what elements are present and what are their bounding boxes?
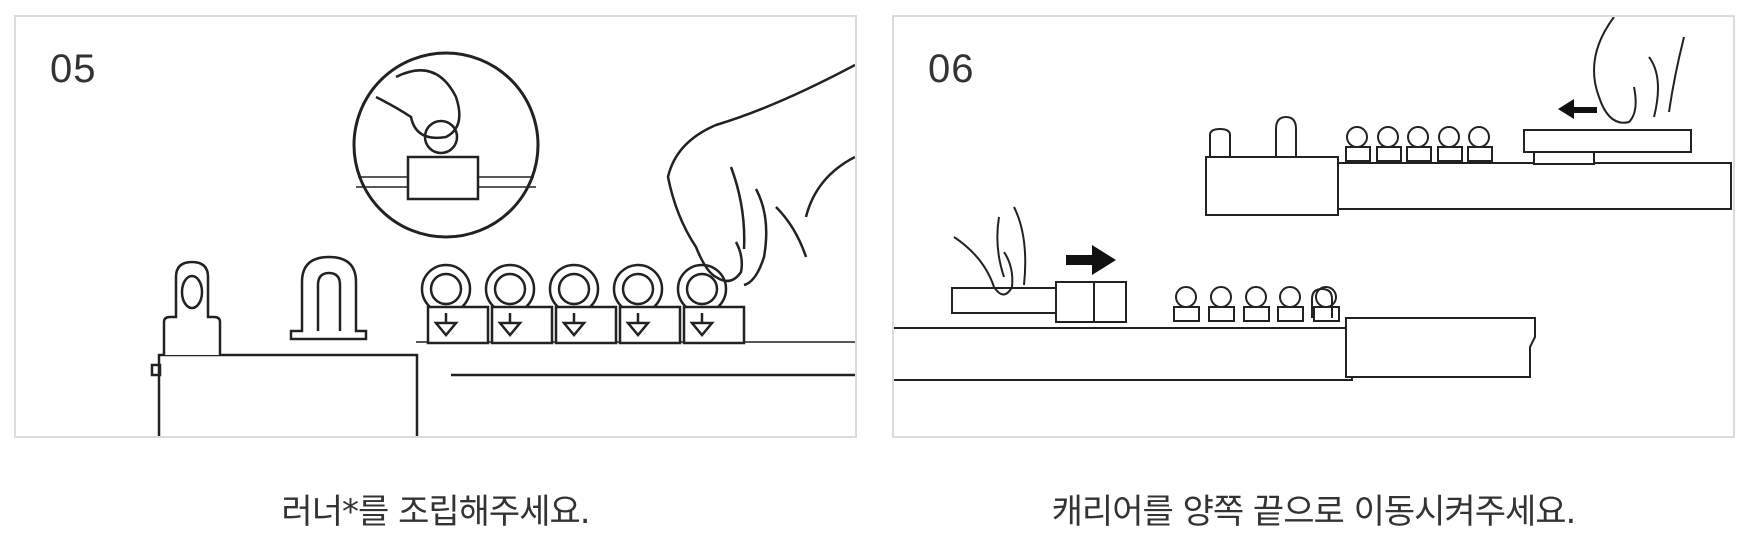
runners <box>1173 286 1340 322</box>
step-06-caption: 캐리어를 양쪽 끝으로 이동시켜주세요. <box>1051 492 1577 532</box>
carrier-plate <box>951 287 1057 314</box>
runners <box>1345 126 1493 162</box>
hand-illustration <box>666 63 855 287</box>
upper-rail <box>1205 115 1732 216</box>
runner-assembly-illustration <box>150 51 855 436</box>
arrow-right-icon <box>1066 245 1116 275</box>
step-06-panel: 06 <box>892 15 1735 438</box>
runner <box>484 263 554 345</box>
step-number: 05 <box>50 47 97 91</box>
runner <box>548 263 618 345</box>
hand-illustration <box>953 206 1027 296</box>
runner <box>676 263 746 345</box>
end-cap-block <box>157 353 419 436</box>
lower-rail <box>894 281 1536 381</box>
carrier-move-illustration <box>894 17 1732 381</box>
runner <box>420 263 490 345</box>
arrow-left-icon <box>1558 99 1597 119</box>
step-number: 06 <box>928 47 975 91</box>
runner <box>612 263 682 345</box>
hook-bracket <box>289 255 368 341</box>
detail-inset <box>352 51 540 239</box>
step-05-panel: 05 <box>14 15 857 438</box>
end-bracket <box>150 260 222 377</box>
hand-illustration <box>1593 17 1685 124</box>
carrier-plate <box>1523 129 1692 153</box>
step-05-caption: 러너*를 조립해주세요. <box>281 492 590 532</box>
runners <box>420 263 746 345</box>
